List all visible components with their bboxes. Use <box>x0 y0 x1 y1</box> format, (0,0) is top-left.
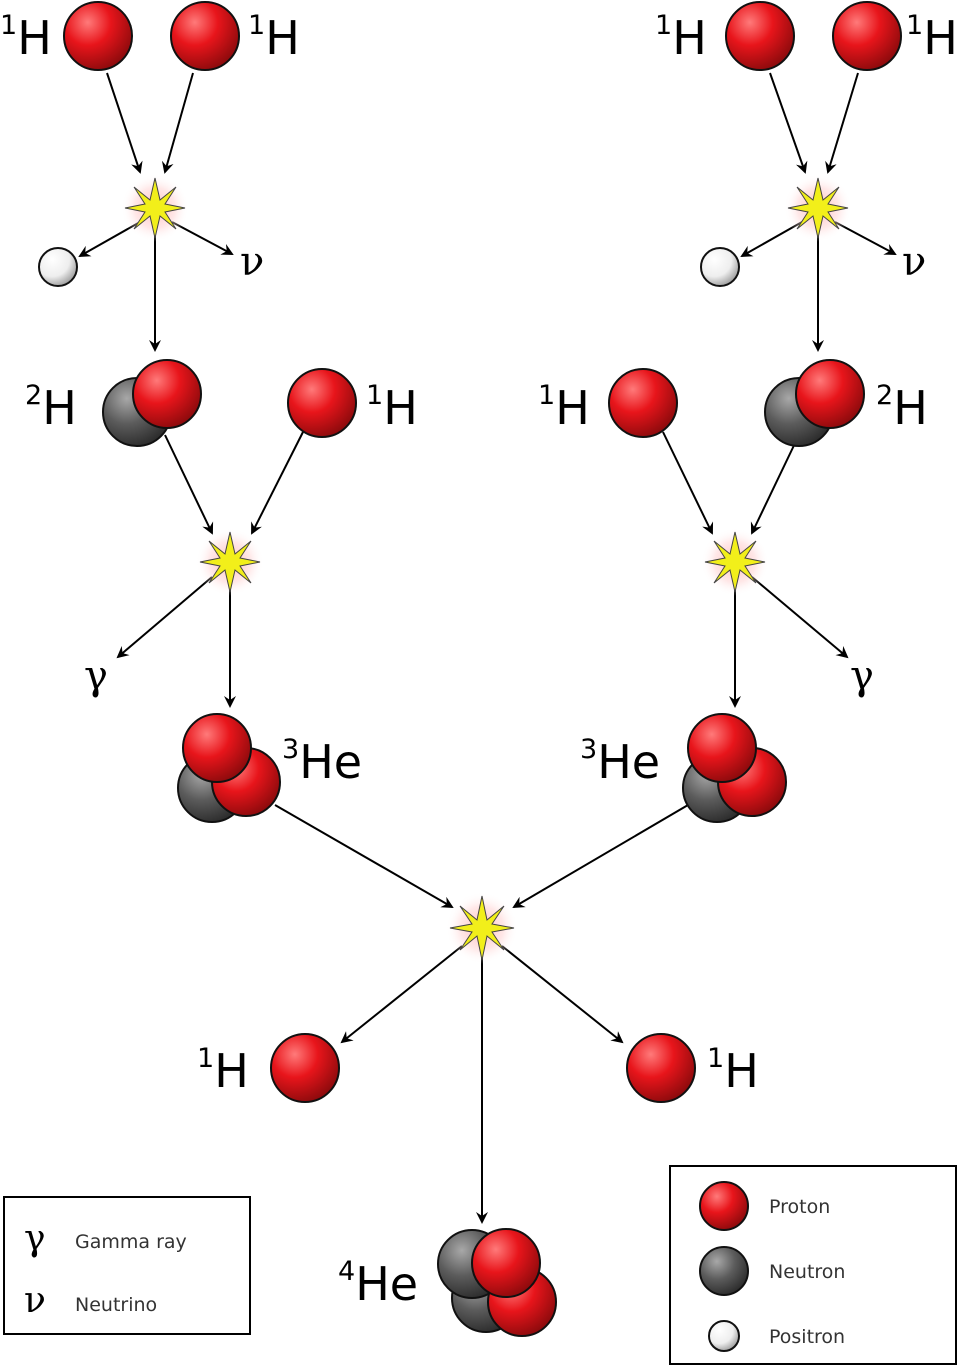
arrow <box>340 945 463 1044</box>
arrow <box>161 72 194 174</box>
proton-icon <box>63 1 133 71</box>
isotope-labels: 1H 1H 1H 1H 2H 1H 1H 2H 3He 3He 1H 1H 4H… <box>0 10 958 1311</box>
helium-3-nucleus-icon <box>682 713 787 823</box>
helium-3-nucleus-icon <box>177 713 281 823</box>
isotope-label-he4: 4He <box>338 1256 418 1311</box>
reaction-flash-icon <box>196 528 264 596</box>
arrow <box>274 804 454 908</box>
isotope-label-he3: 3He <box>282 734 362 789</box>
deuterium-nucleus-icon <box>102 359 202 447</box>
arrow <box>164 434 214 535</box>
positron-icon <box>700 247 740 287</box>
isotope-label-he3: 3He <box>580 734 660 789</box>
legend-gamma-label: Gamma ray <box>75 1231 187 1253</box>
neutrino-symbol: ν <box>240 239 264 285</box>
deuterium-nucleus-icon <box>764 359 865 447</box>
legend-neutron-icon <box>699 1246 749 1296</box>
particles <box>38 1 902 1337</box>
proton-icon <box>626 1033 696 1103</box>
proton-icon <box>270 1033 340 1103</box>
arrow <box>116 576 213 659</box>
reaction-flash-icon <box>446 892 518 964</box>
isotope-label-h2: 2H <box>876 380 928 435</box>
reaction-flash-icon <box>784 174 852 242</box>
legend-positron-label: Positron <box>769 1326 845 1348</box>
proton-icon <box>170 1 240 71</box>
legend-neutrino-label: Neutrino <box>75 1294 157 1316</box>
gamma-symbol: γ <box>84 653 108 699</box>
isotope-label-h1: 1H <box>655 10 707 65</box>
gamma-symbol: γ <box>850 653 874 699</box>
arrow <box>825 72 859 174</box>
arrow <box>769 72 808 174</box>
legend-proton-label: Proton <box>769 1196 830 1218</box>
neutrino-symbol: ν <box>902 239 926 285</box>
isotope-label-h1: 1H <box>538 380 590 435</box>
legend-emissions: γ Gamma ray ν Neutrino <box>3 1196 251 1335</box>
arrow <box>750 436 799 535</box>
proton-icon <box>725 1 795 71</box>
arrow <box>751 576 849 659</box>
arrow <box>501 945 624 1044</box>
reaction-flash-icon <box>701 528 769 596</box>
isotope-label-h1: 1H <box>0 10 52 65</box>
isotope-label-h1: 1H <box>366 380 418 435</box>
legend-positron-icon <box>708 1320 740 1352</box>
positron-icon <box>38 247 78 287</box>
reaction-flash-icon <box>121 174 189 242</box>
proton-icon <box>287 368 357 438</box>
legend-neutrino-symbol: ν <box>24 1280 46 1321</box>
legend-box <box>3 1196 251 1335</box>
legend-gamma-symbol: γ <box>24 1218 46 1259</box>
reaction-flashes <box>121 174 852 964</box>
proton-icon <box>832 1 902 71</box>
isotope-label-h1: 1H <box>906 10 958 65</box>
helium-4-nucleus-icon <box>437 1228 557 1337</box>
proton-icon <box>608 368 678 438</box>
isotope-label-h2: 2H <box>25 380 77 435</box>
emission-symbols: ν ν γ γ <box>84 239 926 699</box>
arrow <box>662 431 714 535</box>
arrow <box>251 431 304 535</box>
legend-particles: Proton Neutron Positron <box>669 1165 957 1365</box>
isotope-label-h1: 1H <box>707 1043 759 1098</box>
isotope-label-h1: 1H <box>248 10 300 65</box>
arrow <box>106 72 143 174</box>
legend-neutron-label: Neutron <box>769 1261 845 1283</box>
isotope-label-h1: 1H <box>197 1043 249 1098</box>
arrow <box>512 804 689 909</box>
legend-proton-icon <box>699 1181 749 1231</box>
